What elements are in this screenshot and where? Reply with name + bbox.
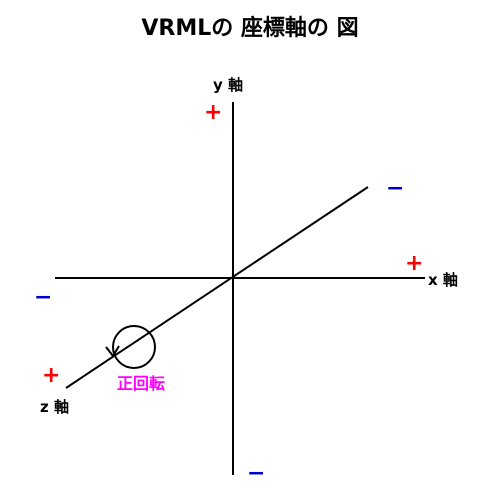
rotation-circle bbox=[112, 325, 156, 369]
z-minus-sign: − bbox=[386, 176, 404, 201]
z-plus-sign: + bbox=[42, 363, 60, 388]
z-axis-line bbox=[65, 186, 369, 389]
z-axis-label: z 軸 bbox=[40, 398, 69, 416]
rotation-arrow-icon bbox=[105, 345, 120, 358]
x-minus-sign: − bbox=[34, 285, 52, 310]
diagram-title: VRMLの 座標軸の 図 bbox=[141, 16, 359, 41]
positive-rotation-label: 正回転 bbox=[117, 374, 165, 393]
x-plus-sign: + bbox=[405, 251, 423, 276]
y-axis-label: y 軸 bbox=[213, 76, 243, 94]
y-minus-sign: − bbox=[247, 461, 265, 486]
y-plus-sign: + bbox=[204, 100, 222, 125]
x-axis-label: x 軸 bbox=[428, 271, 458, 289]
